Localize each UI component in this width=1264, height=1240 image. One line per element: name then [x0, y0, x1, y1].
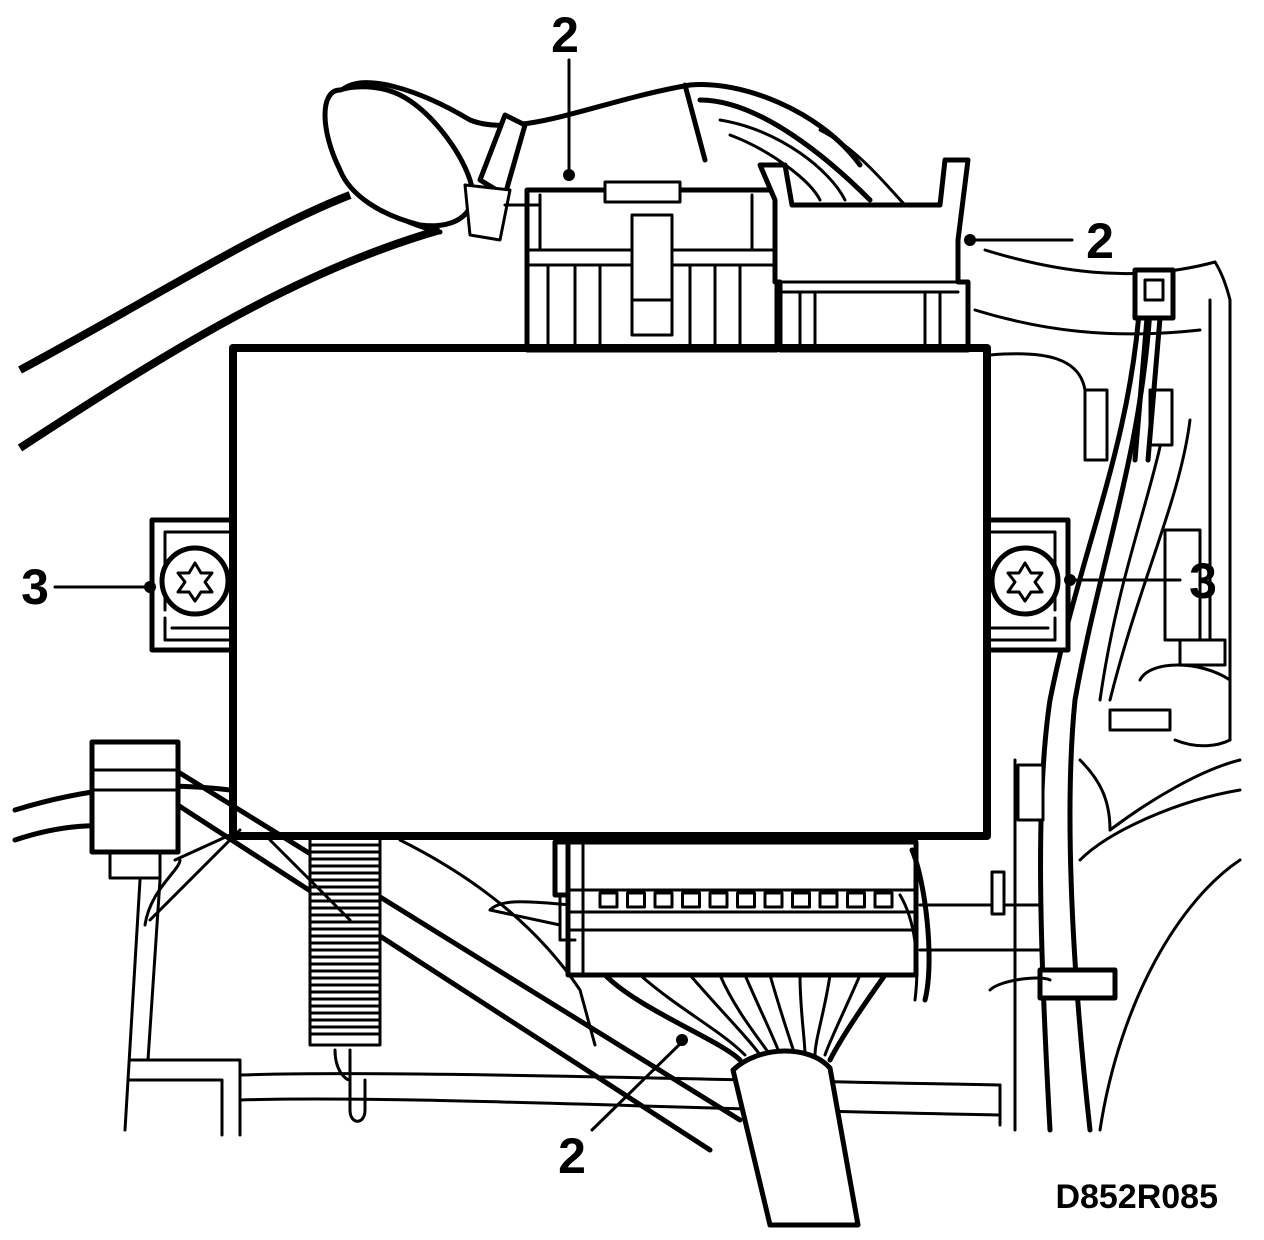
connector-pin [846, 891, 866, 909]
harness-strap [322, 84, 542, 242]
connector-pin [873, 891, 894, 909]
right-torx-screw-icon [989, 545, 1061, 617]
callout-2-top: 2 [551, 7, 579, 63]
left-torx-screw-icon [159, 545, 231, 617]
control-module [149, 344, 1071, 840]
callout-2-right: 2 [1086, 213, 1114, 269]
connector-pin [626, 891, 646, 909]
connector-pin [681, 891, 701, 909]
top-connector-left [524, 180, 780, 353]
leader-lines [53, 58, 1182, 1132]
bottom-harness [602, 972, 888, 1228]
callout-3-right: 3 [1189, 553, 1217, 609]
connector-pin [598, 891, 619, 909]
figure-code: D852R085 [1055, 1178, 1218, 1216]
background-wiring [12, 80, 1242, 1153]
top-connector-right [757, 157, 971, 353]
connector-pin [736, 891, 756, 909]
callout-2-bottom: 2 [558, 1128, 586, 1184]
connector-pin [791, 891, 811, 909]
connector-pin [708, 891, 729, 909]
connector-pin [763, 891, 784, 909]
callout-3-left: 3 [21, 559, 49, 615]
bottom-connector [552, 839, 932, 1003]
connector-pin [653, 891, 674, 909]
connector-pin [818, 891, 839, 909]
